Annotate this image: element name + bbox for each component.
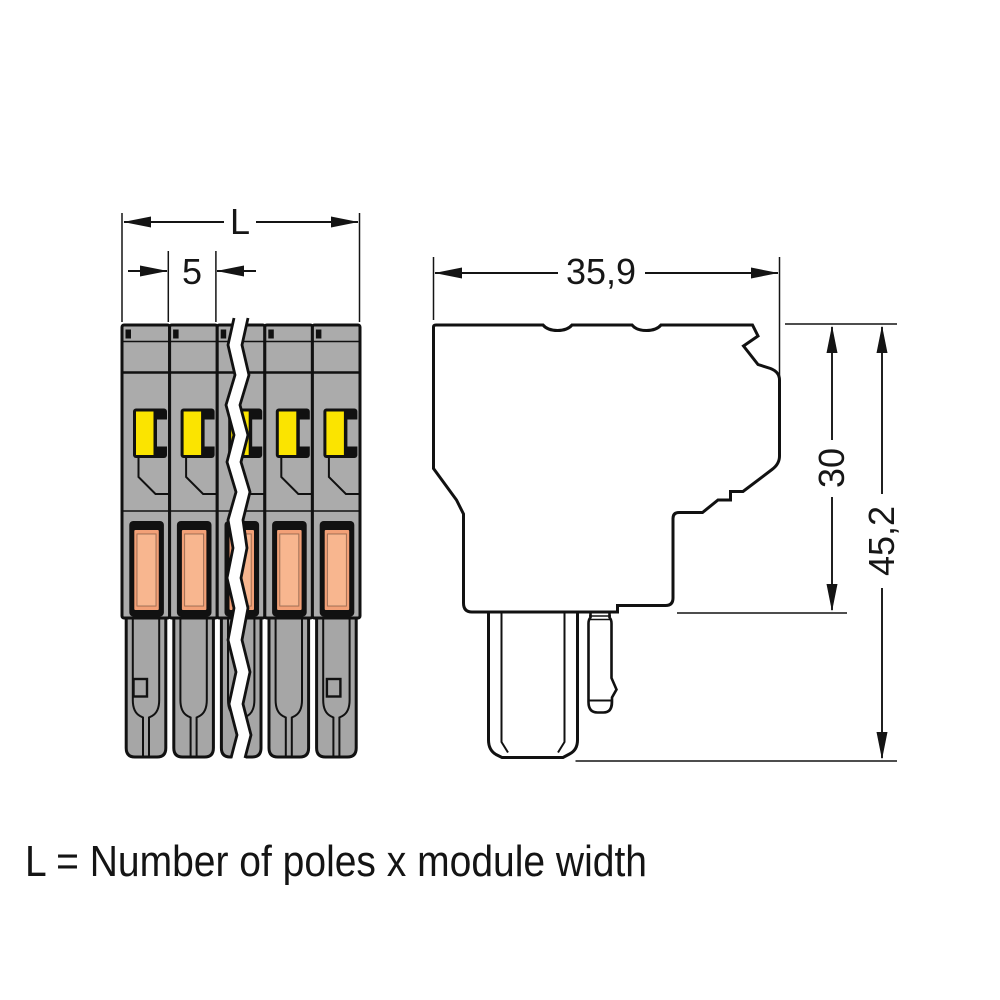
leg-inner-right [195,619,208,756]
latch-contour [327,458,360,495]
module-pole-1 [120,323,172,759]
cutout-step [252,419,263,447]
module-pole-5 [310,323,362,759]
conductor-port-inner [136,533,157,607]
push-button [278,411,297,455]
arrowhead-left [123,216,151,228]
dim-housing-height-30: 30 [677,323,897,614]
leg-inner-left [322,619,335,756]
side-housing [432,323,781,614]
leg-detent-square [325,677,342,698]
arrowhead-down [876,732,888,760]
conductor-port-inner [326,533,347,607]
leg-inner-right [290,619,303,756]
cutout-step [204,419,215,447]
conductor-port-inner [184,533,205,607]
leg-inner-right [338,619,351,756]
leg-inner-right [148,619,161,756]
conductor-port-inner [279,533,300,607]
side-leg [487,610,579,759]
side-view [432,323,781,759]
break-edge-right [238,317,253,759]
break-line [224,316,253,762]
leg-inner-left [179,619,192,756]
side-leg-inner-right [557,613,566,754]
arrowhead-left [434,267,462,279]
push-button [326,411,344,455]
arrowhead-left [216,265,244,277]
push-button [136,411,154,455]
arrowhead-right [140,265,168,277]
module-pole-2 [168,323,219,759]
dim-label-45-2: 45,2 [861,506,902,576]
latch-contour [185,458,218,495]
dim-module-pitch-5: 5 [128,251,256,322]
latch-contour [137,458,170,495]
dim-label-30: 30 [811,448,852,488]
push-button [183,411,202,455]
arrowhead-down [826,584,838,612]
latch-tab [125,329,131,339]
latch-tab [315,329,322,339]
latch-contour [280,458,313,495]
leg-inner-left [131,619,144,756]
caption-text: L = Number of poles x module width [25,837,647,886]
arrowhead-up [876,325,888,353]
leg-pin [172,616,215,759]
dim-label-L: L [230,201,250,242]
cutout-step [157,419,168,447]
leg-inner-left [274,619,287,756]
arrowhead-up [826,325,838,353]
side-pin-tip [587,699,613,714]
dim-depth-35-9: 35,9 [432,251,781,378]
dim-label-35-9: 35,9 [566,251,636,292]
latch-tab [220,329,227,339]
cutout-step [299,419,311,447]
arrowhead-right [751,267,779,279]
dim-total-height-45-2: 45,2 [575,325,902,762]
break-edge-left [224,317,239,759]
leg-detent-square [132,677,149,698]
side-leg-inner-left [500,613,509,754]
latch-tab [173,329,179,339]
module-pole-4 [263,323,314,759]
front-view [120,323,362,759]
leg-pin [267,616,311,759]
latch-tab [268,329,274,339]
arrowhead-right [331,216,359,228]
dim-label-5: 5 [182,251,202,292]
dim-total-width-L: L [121,201,361,322]
cutout-step [347,419,358,447]
